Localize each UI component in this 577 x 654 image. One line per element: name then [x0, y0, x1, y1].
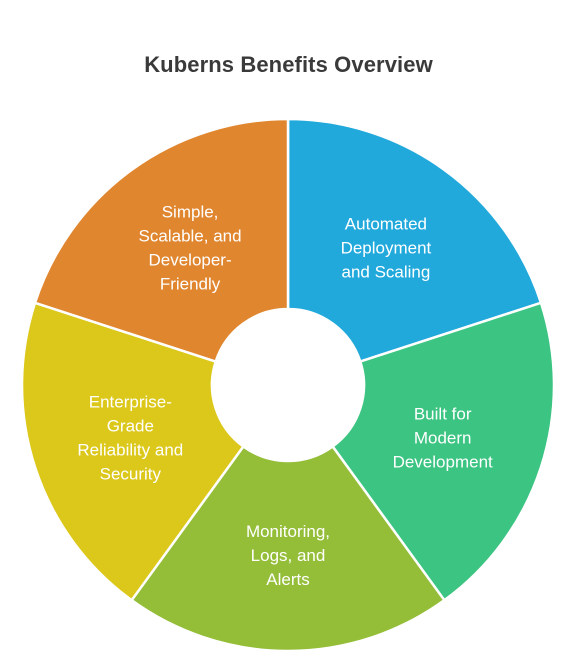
- segment-label-line: Logs, and: [251, 546, 326, 565]
- segment-label-line: Security: [100, 465, 162, 484]
- segment-label-line: Automated: [345, 214, 427, 233]
- segment-label-line: Friendly: [160, 274, 221, 293]
- segment-label-line: Reliability and: [77, 441, 183, 460]
- diagram-title: Kuberns Benefits Overview: [144, 52, 433, 77]
- segment-label-line: Scalable, and: [139, 226, 242, 245]
- segment-label-line: Developer-: [148, 250, 231, 269]
- segment-label-line: Modern: [414, 429, 472, 448]
- center-hole: [212, 309, 364, 461]
- segment-label-line: and Scaling: [342, 262, 431, 281]
- segment-label-line: Monitoring,: [246, 522, 330, 541]
- segment-label-line: Built for: [414, 405, 472, 424]
- segment-label-line: Grade: [107, 417, 154, 436]
- segment-label-line: Alerts: [266, 570, 309, 589]
- segment-label-line: Simple,: [162, 202, 219, 221]
- segment-label-line: Deployment: [341, 238, 432, 257]
- segment-label-line: Enterprise-: [89, 393, 172, 412]
- segment-label-line: Development: [393, 453, 493, 472]
